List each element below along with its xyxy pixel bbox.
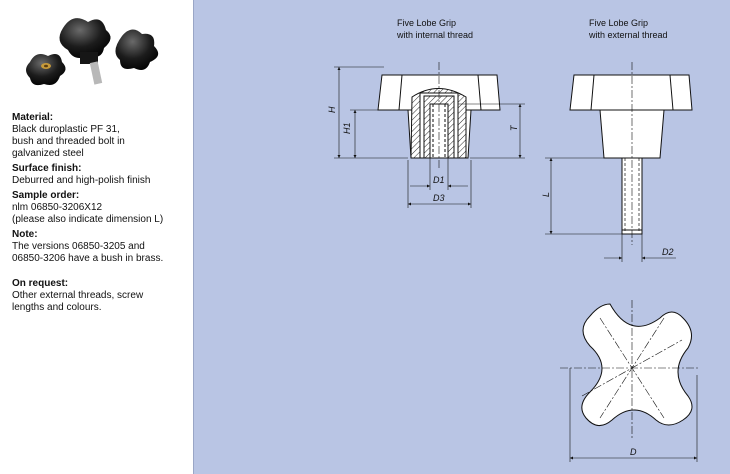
sample-text: nlm 06850-3206X12 (please also indicate … <box>12 202 164 225</box>
specification-text: Material: Black duroplastic PF 31, bush … <box>12 112 190 317</box>
request-heading: On request: <box>12 278 69 289</box>
dim-L-label: L <box>541 192 551 197</box>
product-photo <box>26 18 159 86</box>
dim-D-label: D <box>630 447 637 457</box>
note-text: The versions 06850-3205 and 06850-3206 h… <box>12 241 164 264</box>
material-text: Black duroplastic PF 31, bush and thread… <box>12 124 125 159</box>
top-view-centre-lines <box>560 300 700 462</box>
external-dimension-lines <box>545 157 676 262</box>
dim-T-label: T <box>509 124 519 131</box>
dim-D3-label: D3 <box>433 193 445 203</box>
technical-drawing-panel: Five Lobe Grip with internal thread Five… <box>194 0 730 474</box>
product-info-panel: Material: Black duroplastic PF 31, bush … <box>0 0 194 474</box>
dim-H-label: H <box>327 106 337 113</box>
external-thread-title-line1: Five Lobe Grip <box>589 18 648 28</box>
sample-heading: Sample order: <box>12 190 80 201</box>
external-thread-knob <box>569 74 693 235</box>
material-heading: Material: <box>12 112 54 123</box>
internal-thread-title-line1: Five Lobe Grip <box>397 18 456 28</box>
surface-text: Deburred and high-polish finish <box>12 175 151 186</box>
internal-dimension-lines <box>334 66 525 208</box>
dim-D1-label: D1 <box>433 175 445 185</box>
surface-heading: Surface finish: <box>12 163 82 174</box>
note-heading: Note: <box>12 229 38 240</box>
internal-thread-title-line2: with internal thread <box>396 30 473 40</box>
dim-D2-label: D2 <box>662 247 674 257</box>
request-text: Other external threads, screw lengths an… <box>12 290 144 313</box>
external-thread-title-line2: with external thread <box>588 30 668 40</box>
five-lobe-top-view <box>581 303 693 426</box>
dim-H1-label: H1 <box>342 122 352 134</box>
technical-drawing: Five Lobe Grip with internal thread Five… <box>327 18 700 462</box>
